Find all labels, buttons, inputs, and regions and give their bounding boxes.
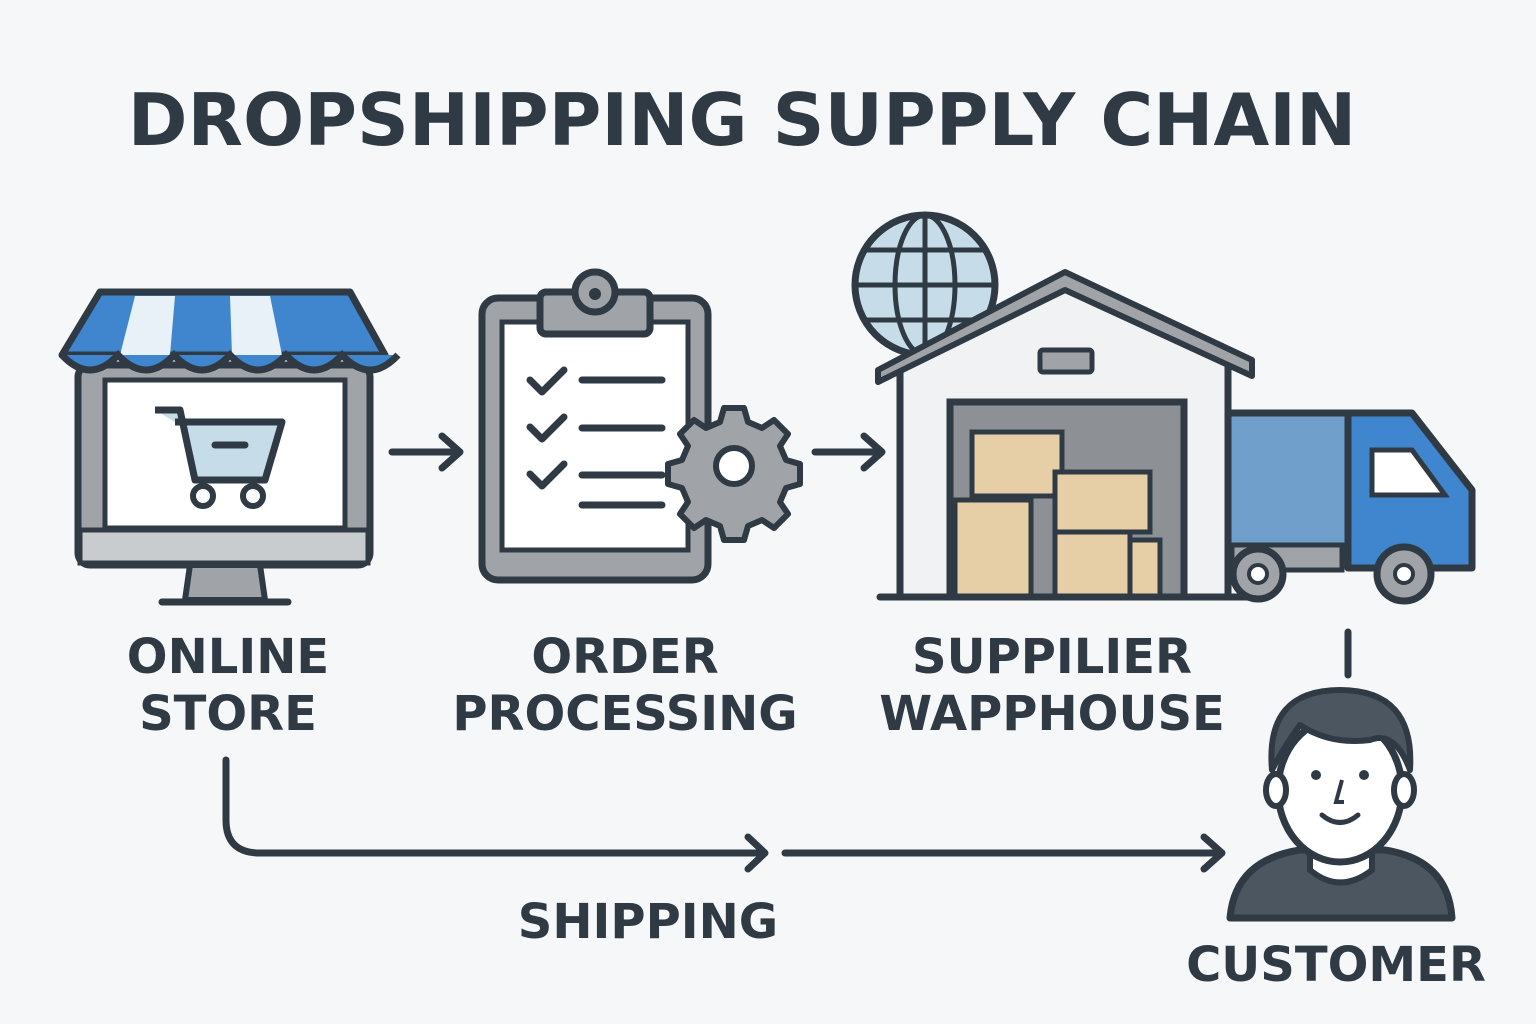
store-label-line1: ONLINE bbox=[127, 629, 329, 685]
warehouse-label-line2: WAPPHOUSE bbox=[879, 686, 1225, 742]
shipping-label: SHIPPING bbox=[518, 894, 778, 950]
order-label-line2: PROCESSING bbox=[452, 686, 797, 742]
storefront-monitor-icon bbox=[58, 288, 401, 606]
clipboard-gear-icon bbox=[478, 268, 803, 584]
customer-label: CUSTOMER bbox=[1186, 937, 1486, 993]
diagram-title: DROPSHIPPING SUPPLY CHAIN bbox=[128, 78, 1356, 162]
arrow-store-to-order bbox=[388, 432, 464, 472]
store-label-line2: STORE bbox=[139, 686, 317, 742]
warehouse-truck-globe-icon bbox=[851, 211, 1476, 605]
warehouse-label-line1: SUPPILIER bbox=[912, 629, 1192, 685]
shipping-arrow bbox=[222, 756, 1226, 873]
globe-icon bbox=[851, 211, 999, 359]
truck-icon bbox=[1224, 409, 1476, 605]
person-icon bbox=[1226, 687, 1456, 922]
order-label-line1: ORDER bbox=[531, 629, 718, 685]
arrow-order-to-warehouse bbox=[811, 432, 886, 472]
